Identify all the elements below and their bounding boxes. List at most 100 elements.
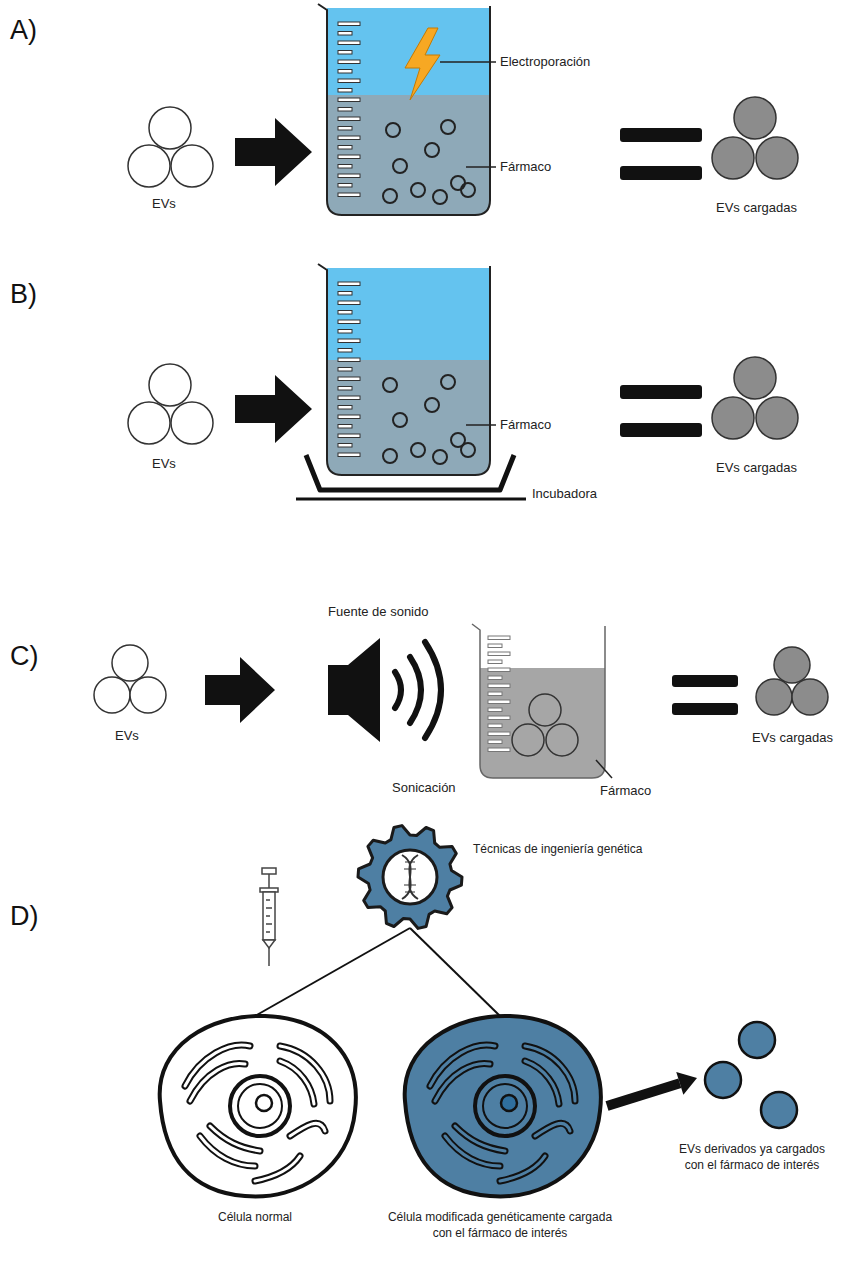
tick-mark bbox=[488, 748, 510, 752]
panel-letter: B) bbox=[10, 278, 37, 310]
tick-mark bbox=[338, 453, 360, 457]
beaker bbox=[472, 624, 612, 778]
tick-mark bbox=[488, 716, 510, 720]
tick-mark bbox=[338, 184, 352, 188]
tick-mark bbox=[338, 387, 352, 391]
tick-mark bbox=[338, 330, 352, 334]
label: EVs cargadas bbox=[752, 730, 833, 746]
tick-mark bbox=[338, 282, 360, 286]
label: EVs cargadas bbox=[716, 460, 797, 476]
equals-sign bbox=[672, 675, 738, 715]
equals-sign bbox=[620, 385, 702, 437]
ev-icon bbox=[697, 1018, 807, 1138]
panel-letter: D) bbox=[10, 900, 39, 932]
tick-mark bbox=[338, 32, 352, 36]
tick-mark bbox=[338, 292, 352, 296]
tick-mark bbox=[488, 740, 502, 744]
evs-cluster bbox=[94, 645, 166, 713]
tick-mark bbox=[338, 415, 360, 419]
tick-mark bbox=[338, 193, 360, 197]
incubator bbox=[296, 455, 526, 499]
tick-mark bbox=[488, 732, 510, 736]
loaded-evs bbox=[712, 97, 798, 179]
label: Sonicación bbox=[392, 780, 456, 796]
gear-node: Técnicas de ingeniería genética bbox=[355, 822, 465, 932]
arrow bbox=[235, 118, 312, 186]
connector-line bbox=[255, 928, 410, 1016]
label: Incubadora bbox=[532, 486, 597, 502]
tick-mark bbox=[338, 108, 352, 112]
cell-node: Célula modificada genéticamente cargada … bbox=[385, 1006, 615, 1241]
tick-mark bbox=[488, 636, 510, 640]
tick-mark bbox=[488, 724, 502, 728]
arrow bbox=[235, 375, 312, 443]
label: Fuente de sonido bbox=[328, 604, 428, 620]
lightning bbox=[405, 28, 440, 100]
tick-mark bbox=[338, 377, 360, 381]
speaker bbox=[328, 638, 441, 742]
tick-mark bbox=[338, 320, 360, 324]
tick-mark bbox=[338, 349, 352, 353]
label: Fármaco bbox=[500, 417, 551, 433]
tick-mark bbox=[338, 311, 352, 315]
label: Electroporación bbox=[500, 54, 590, 70]
tick-mark bbox=[338, 51, 352, 55]
beaker bbox=[318, 264, 496, 475]
panel-letter: A) bbox=[10, 14, 37, 46]
tick-mark bbox=[338, 79, 360, 83]
cell-icon bbox=[140, 1006, 370, 1206]
node-label: Célula modificada genéticamente cargada … bbox=[385, 1210, 615, 1241]
node-label: Célula normal bbox=[140, 1210, 370, 1226]
label: EVs cargadas bbox=[716, 200, 797, 216]
tick-mark bbox=[338, 89, 352, 93]
tick-mark bbox=[488, 708, 502, 712]
tick-mark bbox=[338, 22, 360, 26]
evs-cluster bbox=[128, 107, 213, 187]
tick-mark bbox=[338, 396, 360, 400]
tick-mark bbox=[338, 301, 360, 305]
tick-mark bbox=[338, 165, 352, 169]
tick-mark bbox=[338, 339, 360, 343]
tick-mark bbox=[338, 406, 352, 410]
tick-mark bbox=[488, 700, 510, 704]
tick-mark bbox=[488, 684, 510, 688]
loaded-evs bbox=[756, 647, 828, 715]
label: EVs bbox=[152, 196, 176, 212]
node-label: Técnicas de ingeniería genética bbox=[473, 842, 642, 858]
arrow bbox=[205, 657, 275, 723]
tick-mark bbox=[338, 174, 360, 178]
syringe bbox=[260, 868, 278, 966]
tick-mark bbox=[338, 98, 360, 102]
equals-sign bbox=[620, 128, 702, 180]
tick-mark bbox=[488, 660, 502, 664]
tick-mark bbox=[338, 425, 352, 429]
tick-mark bbox=[338, 41, 360, 45]
gear-icon bbox=[355, 822, 465, 932]
panel-letter: C) bbox=[10, 640, 39, 672]
label: EVs bbox=[152, 456, 176, 472]
cell-icon bbox=[385, 1006, 615, 1206]
tick-mark bbox=[488, 668, 510, 672]
beaker bbox=[318, 4, 496, 215]
node-label: EVs derivados ya cargados con el fármaco… bbox=[672, 1142, 832, 1173]
tick-mark bbox=[488, 652, 510, 656]
connector-arrow bbox=[607, 1072, 697, 1106]
tick-mark bbox=[338, 444, 352, 448]
tick-mark bbox=[338, 60, 360, 64]
tick-mark bbox=[338, 136, 360, 140]
ev-group-node: EVs derivados ya cargados con el fármaco… bbox=[672, 1018, 832, 1173]
label: Fármaco bbox=[600, 783, 651, 799]
tick-mark bbox=[338, 155, 360, 159]
tick-mark bbox=[338, 117, 360, 121]
cell-node: Célula normal bbox=[140, 1006, 370, 1226]
loaded-evs bbox=[712, 357, 798, 439]
tick-mark bbox=[488, 676, 502, 680]
tick-mark bbox=[338, 70, 352, 74]
evs-cluster bbox=[128, 364, 213, 444]
connector-line bbox=[410, 928, 500, 1016]
tick-mark bbox=[338, 434, 360, 438]
tick-mark bbox=[338, 358, 360, 362]
tick-mark bbox=[338, 127, 352, 131]
label: EVs bbox=[115, 728, 139, 744]
label: Fármaco bbox=[500, 159, 551, 175]
